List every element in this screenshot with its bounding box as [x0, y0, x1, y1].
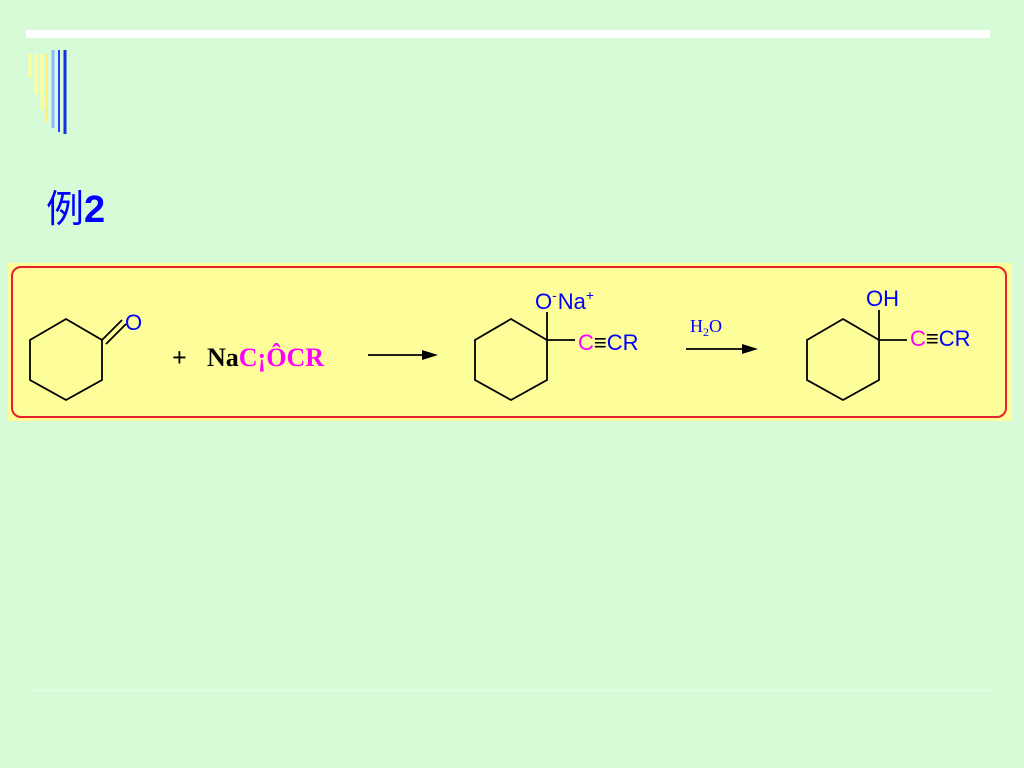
title-number: 2: [84, 189, 106, 231]
product-ring: [806, 317, 880, 402]
reaction-panel: [8, 263, 1012, 421]
intermediate-alkyne: C≡CR: [578, 330, 639, 355]
product-hydroxyl: OH: [866, 286, 899, 311]
cyclohexanone-ring: [29, 317, 103, 402]
title-prefix: 例: [46, 187, 85, 231]
reagent-na: Na: [207, 343, 239, 372]
bottom-rule: [30, 690, 992, 691]
reactant-oxygen: O: [125, 310, 142, 335]
carbonyl-double-bond: [101, 319, 127, 345]
product-bonds: [878, 310, 907, 341]
reaction-arrow-2: [686, 344, 758, 354]
intermediate-bonds: [546, 312, 575, 341]
step2-reagent-water: H2O: [690, 316, 722, 339]
reagent-sodium-acetylide: NaC¡ÔCR: [207, 343, 324, 372]
product-alkyne: C≡CR: [910, 326, 971, 351]
plus-sign: +: [172, 343, 187, 372]
top-rule: [26, 30, 990, 38]
slide-decoration-icon: [28, 50, 67, 134]
reaction-arrow-1: [368, 350, 438, 360]
reaction-panel-border: [11, 266, 1007, 418]
intermediate-alkoxide-oxygen: O-Na+: [535, 287, 594, 314]
reagent-alkyne: C¡ÔCR: [239, 343, 324, 372]
slide-title: 例2: [46, 186, 105, 233]
intermediate-ring: [474, 317, 548, 402]
